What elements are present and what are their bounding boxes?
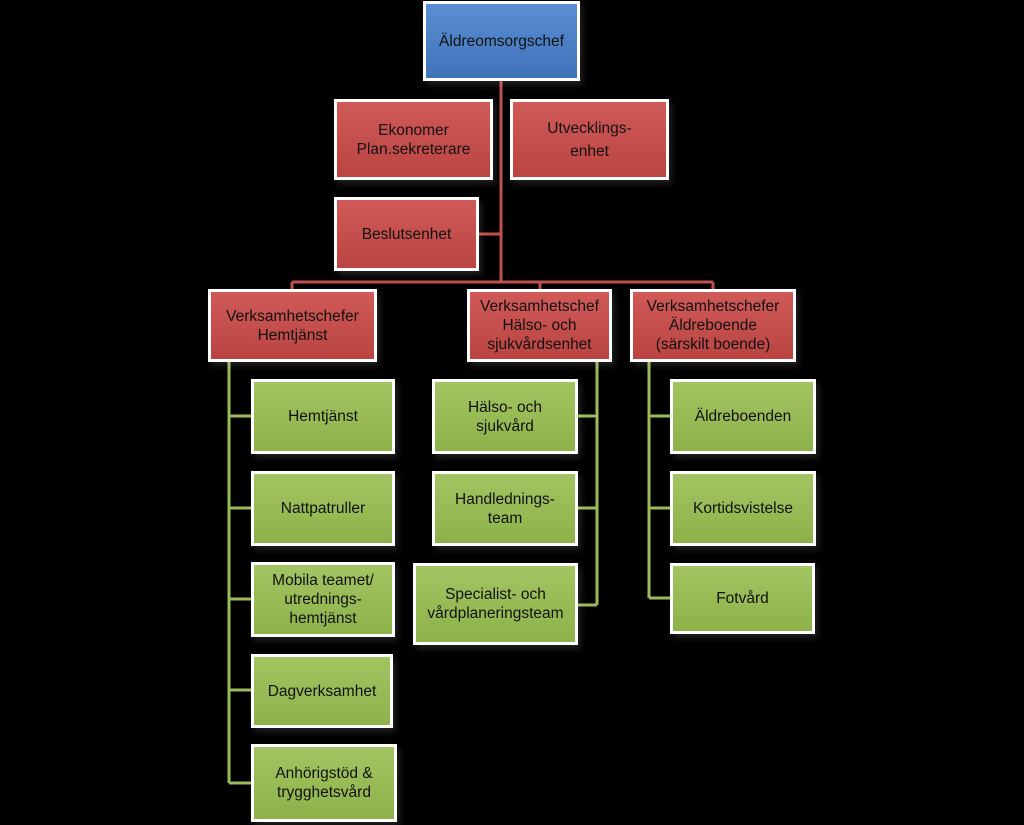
node-utvecklingsenhet: Utvecklings- enhet — [510, 99, 669, 180]
node-specialistteam: Specialist- och vårdplaneringsteam — [413, 563, 578, 645]
node-label: Ekonomer Plan.sekreterare — [356, 121, 471, 158]
node-aldreomsorgschef: Äldreomsorgschef — [423, 1, 580, 81]
connector-hemtjanst-units — [227, 360, 254, 785]
node-label: Specialist- och vårdplaneringsteam — [427, 586, 564, 622]
node-label: Dagverksamhet — [267, 682, 377, 700]
node-label: Verksamhetschefer Hemtjänst — [226, 307, 359, 344]
node-label: Nattpatruller — [280, 500, 366, 517]
node-hemtjanst: Hemtjänst — [251, 379, 395, 454]
node-beslutsenhet: Beslutsenhet — [334, 197, 479, 271]
node-kortidsvistelse: Kortidsvistelse — [670, 471, 816, 546]
connector-aldreboende-units — [647, 362, 672, 600]
node-label: Verksamhetschef Hälso- och sjukvårdsenhe… — [480, 298, 599, 353]
node-label: Äldreomsorgschef — [439, 32, 564, 50]
connector-halso-units — [576, 362, 599, 607]
node-label: Hälso- och sjukvård — [467, 398, 543, 435]
node-fotvard: Fotvård — [670, 563, 815, 634]
node-mobila-teamet: Mobila teamet/ utrednings- hemtjänst — [251, 562, 395, 637]
node-label: Verksamhetschefer Äldreboende (särskilt … — [646, 298, 780, 353]
node-aldreboenden: Äldreboenden — [670, 379, 816, 454]
node-halso-och-sjukvard: Hälso- och sjukvård — [432, 379, 578, 454]
node-handledningsteam: Handlednings- team — [432, 471, 578, 546]
node-label: Utvecklings- enhet — [547, 119, 632, 160]
node-dagverksamhet: Dagverksamhet — [251, 654, 393, 728]
node-ekonomer: Ekonomer Plan.sekreterare — [334, 99, 493, 180]
node-label: Beslutsenhet — [361, 225, 452, 243]
node-nattpatruller: Nattpatruller — [251, 471, 395, 546]
node-label: Fotvård — [716, 590, 769, 607]
node-verksamhetschefer-aldreboende: Verksamhetschefer Äldreboende (särskilt … — [630, 289, 796, 362]
node-label: Anhörigstöd & trygghetsvård — [275, 765, 373, 801]
node-verksamhetschef-halso: Verksamhetschef Hälso- och sjukvårdsenhe… — [467, 289, 612, 362]
node-label: Kortidsvistelse — [693, 500, 793, 517]
node-label: Mobila teamet/ utrednings- hemtjänst — [272, 572, 374, 627]
node-label: Handlednings- team — [455, 490, 555, 527]
node-anhorigstod: Anhörigstöd & trygghetsvård — [251, 744, 397, 822]
node-label: Äldreboenden — [694, 408, 792, 425]
node-label: Hemtjänst — [288, 408, 358, 425]
node-verksamhetschefer-hemtjanst: Verksamhetschefer Hemtjänst — [208, 289, 377, 362]
